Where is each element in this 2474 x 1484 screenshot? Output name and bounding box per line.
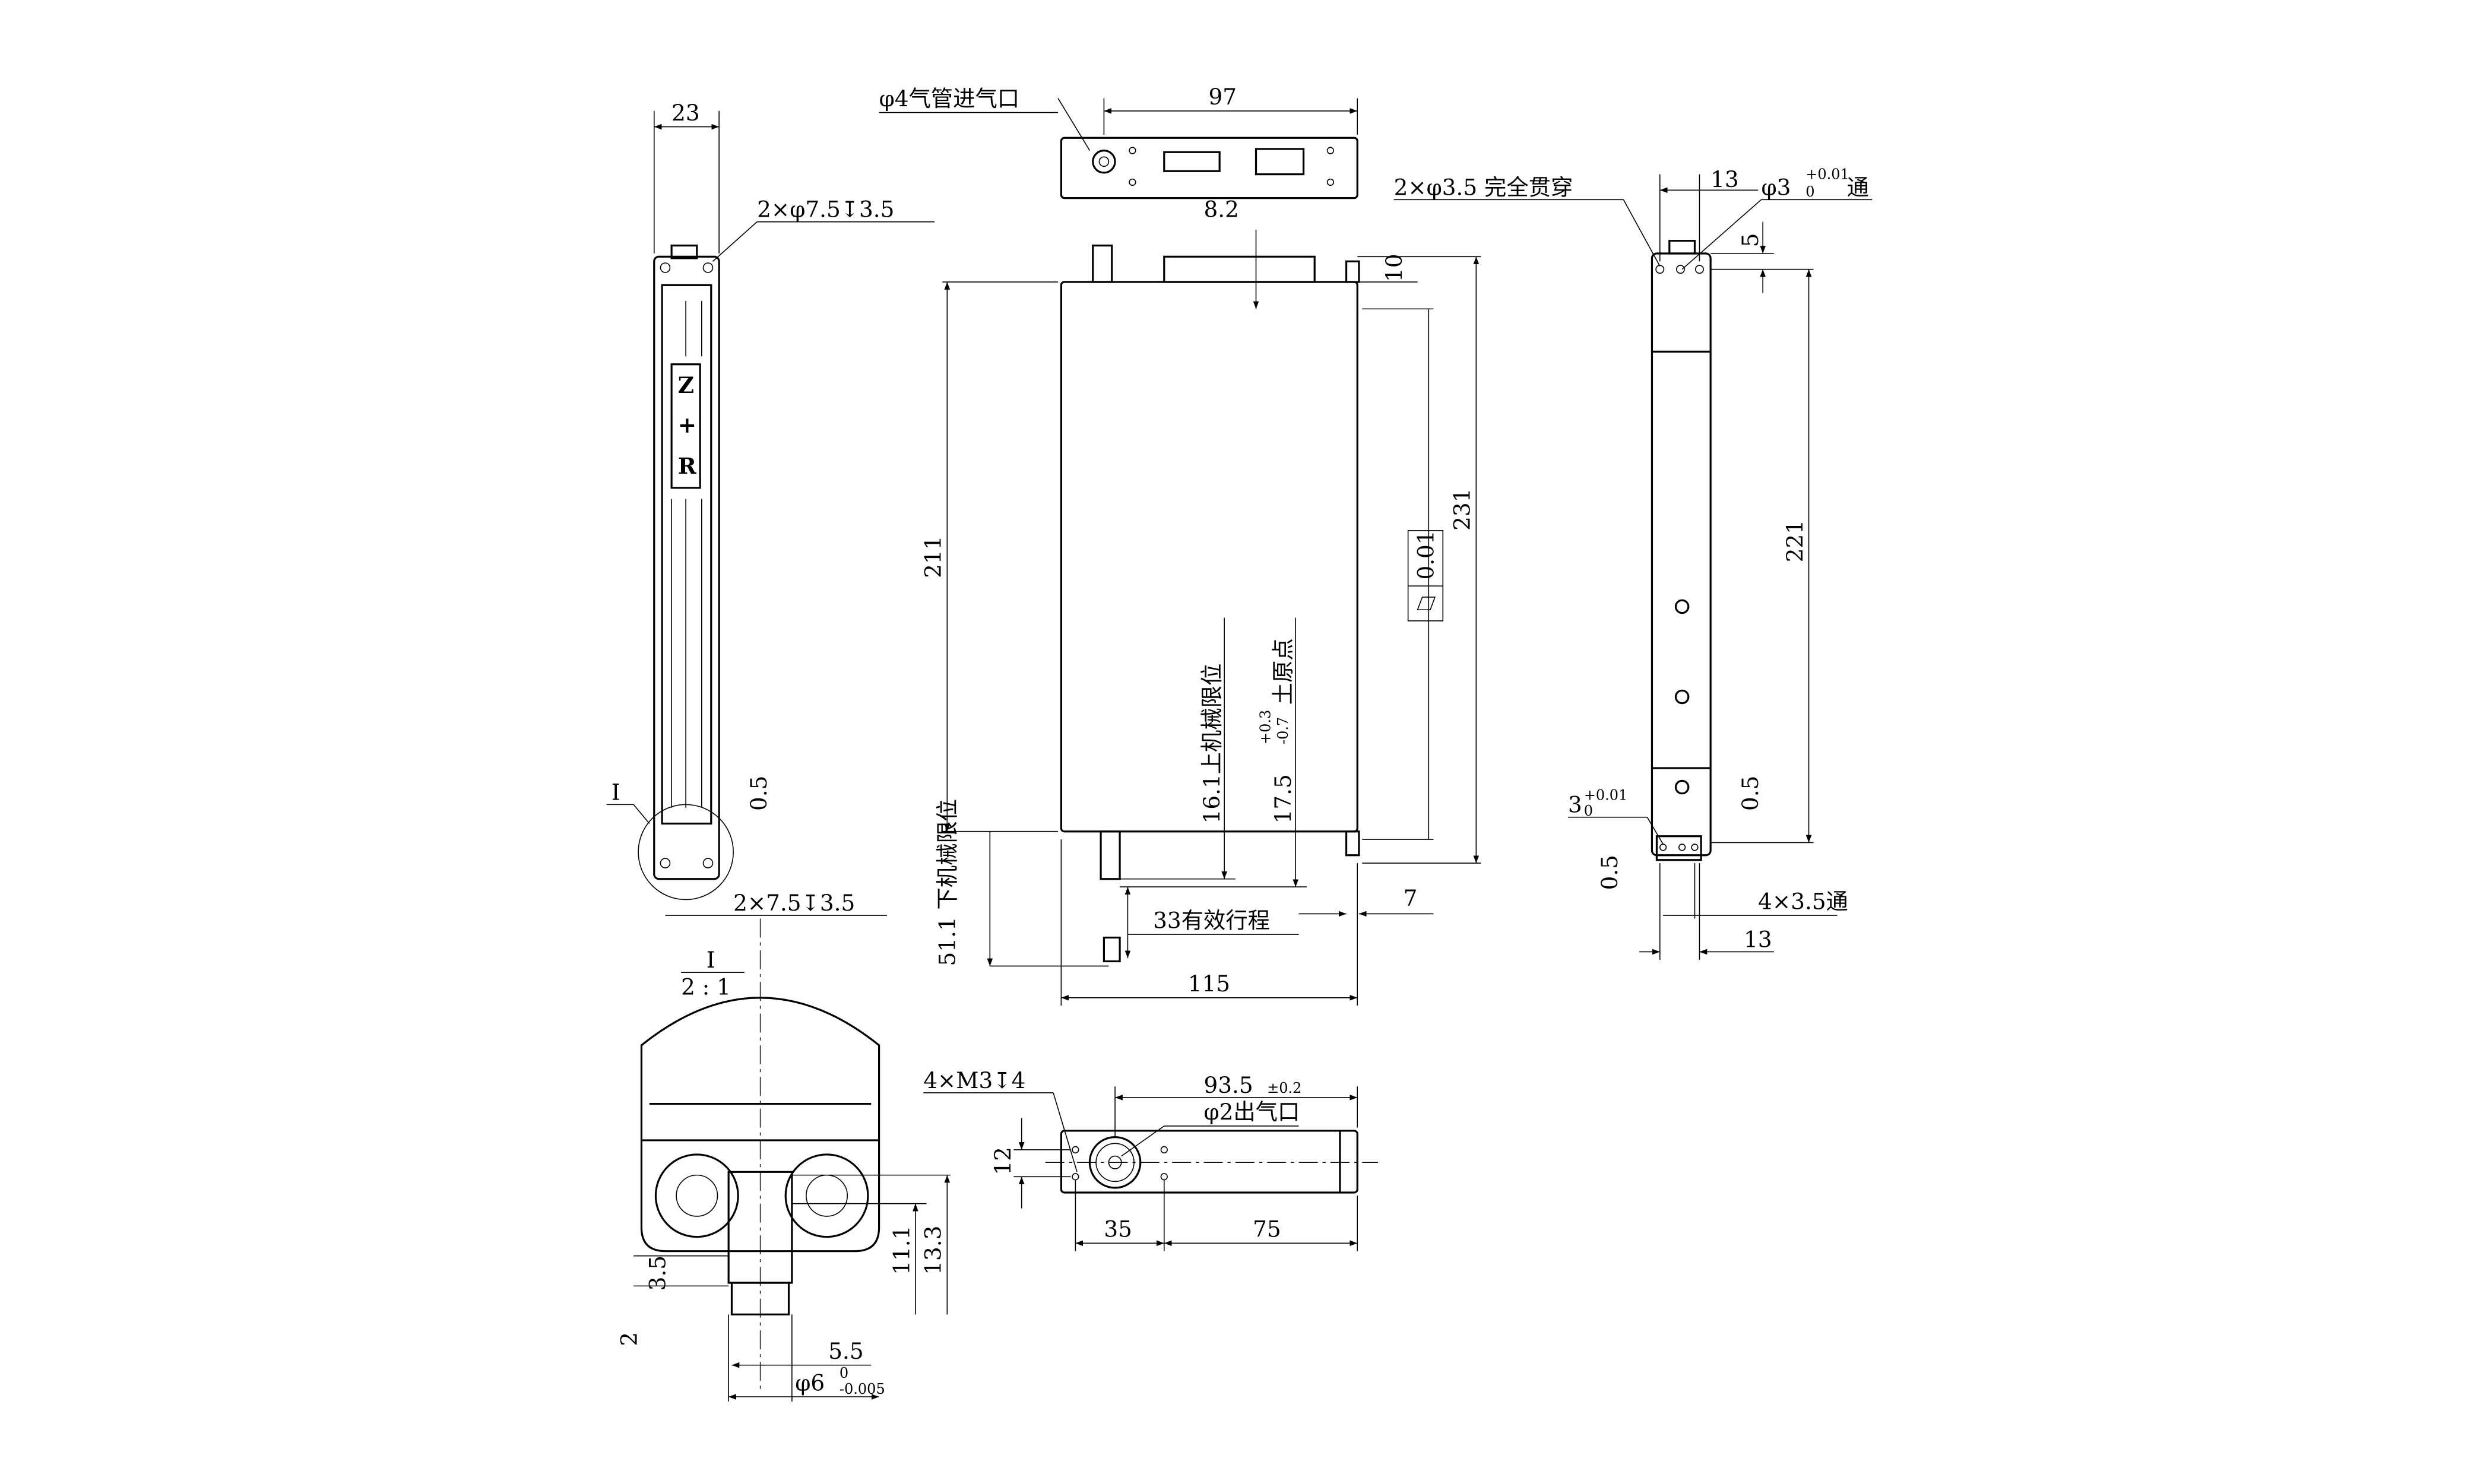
top-view — [1060, 137, 1358, 199]
upper-limit: 16.1上机械限位 — [1199, 664, 1225, 824]
dim-offset: 0.5 — [746, 776, 772, 811]
dim-3-5: 3.5 — [644, 1255, 670, 1290]
pin-hole-bottom-value: 3 — [1568, 792, 1582, 818]
hole-callout-top: 2×φ7.5↧3.5 — [757, 196, 894, 223]
pin-hole-suffix: 通 — [1847, 174, 1869, 200]
pin-hole-bottom-tol-lower: 0 — [1584, 803, 1593, 819]
dim-221: 221 — [1782, 520, 1808, 562]
right-side-view: 2×φ3.5 完全贯穿 13 φ3 +0.01 0 通 5 221 0.5 3 … — [1393, 166, 1873, 960]
bottom-view: 4×M3↧4 93.5 ±0.2 φ2出气口 12 35 75 — [923, 1067, 1378, 1251]
dim-11-1: 11.1 — [888, 1226, 914, 1275]
dim-115: 115 — [1188, 971, 1230, 997]
pin-hole-tol-upper: +0.01 — [1805, 166, 1849, 183]
dim-8-2: 8.2 — [1203, 196, 1238, 223]
dim-5-5: 5.5 — [828, 1338, 863, 1364]
flatness-tolerance-frame: 0.01 — [1407, 530, 1444, 621]
hole-callout-bottom: 4×3.5通 — [1758, 888, 1848, 914]
dim-7: 7 — [1404, 885, 1418, 911]
stroke: 33有效行程 — [1153, 907, 1270, 933]
dim-75: 75 — [1253, 1216, 1281, 1242]
dim-12: 12 — [990, 1147, 1016, 1175]
through-hole-callout: 2×φ3.5 完全贯穿 — [1394, 174, 1573, 200]
air-outlet-callout: φ2出气口 — [1203, 1099, 1300, 1125]
detail-view-i: I 2 : 1 11.1 13.3 3.5 2 5.5 φ6 0 -0.005 — [616, 918, 951, 1402]
thread-callout: 4×M3↧4 — [923, 1067, 1025, 1093]
shaft-tol-upper: 0 — [840, 1365, 848, 1381]
lower-limit: 51.1 下机械限位 — [935, 799, 961, 966]
dim-231: 231 — [1449, 489, 1475, 531]
dim-10: 10 — [1381, 254, 1407, 283]
dim-width: 23 — [671, 100, 700, 126]
dim-93-5: 93.5 — [1203, 1072, 1253, 1098]
flatness-value: 0.01 — [1412, 530, 1439, 579]
dim-top-width: 97 — [1208, 84, 1237, 110]
detail-title: I — [707, 947, 715, 973]
dim-2: 2 — [616, 1332, 642, 1346]
dim-13-bottom: 13 — [1744, 926, 1772, 952]
pin-hole-tol-lower: 0 — [1805, 183, 1814, 200]
dim-0-5-left: 0.5 — [1596, 855, 1623, 890]
label-r: R — [678, 453, 697, 479]
pin-hole-bottom-tol-upper: +0.01 — [1584, 787, 1628, 803]
label-plus: + — [678, 411, 696, 437]
dim-0-5-right: 0.5 — [1737, 776, 1763, 811]
left-side-view: 23 2×φ7.5↧3.5 Z + R I 0.5 2×7.5↧3.5 — [606, 100, 935, 916]
main-front-view: φ4气管进气口 97 8.2 10 211 231 0.01 16.1上机械限位… — [879, 84, 1481, 1006]
dim-13-top: 13 — [1710, 166, 1739, 192]
label-z: Z — [678, 372, 694, 398]
pin-hole-value: φ3 — [1762, 174, 1791, 200]
dim-shaft: φ6 — [795, 1369, 825, 1396]
dim-5: 5 — [1737, 233, 1763, 248]
origin-value: 17.5 — [1270, 774, 1296, 823]
detail-marker: I — [612, 779, 620, 805]
dim-211: 211 — [920, 536, 946, 578]
detail-circle-i — [638, 804, 734, 900]
detail-scale: 2 : 1 — [681, 974, 731, 1000]
dim-93-5-tol: ±0.2 — [1267, 1080, 1301, 1096]
origin-tol-upper: +0.3 — [1257, 710, 1274, 744]
hole-callout-bottom: 2×7.5↧3.5 — [733, 890, 855, 916]
shaft-tol-lower: -0.005 — [840, 1381, 885, 1397]
origin-tol-lower: -0.7 — [1275, 717, 1291, 744]
air-inlet-callout: φ4气管进气口 — [879, 85, 1020, 112]
dim-35: 35 — [1104, 1216, 1132, 1242]
dim-13-3: 13.3 — [920, 1226, 946, 1275]
origin-label: 土原点 — [1270, 638, 1296, 705]
